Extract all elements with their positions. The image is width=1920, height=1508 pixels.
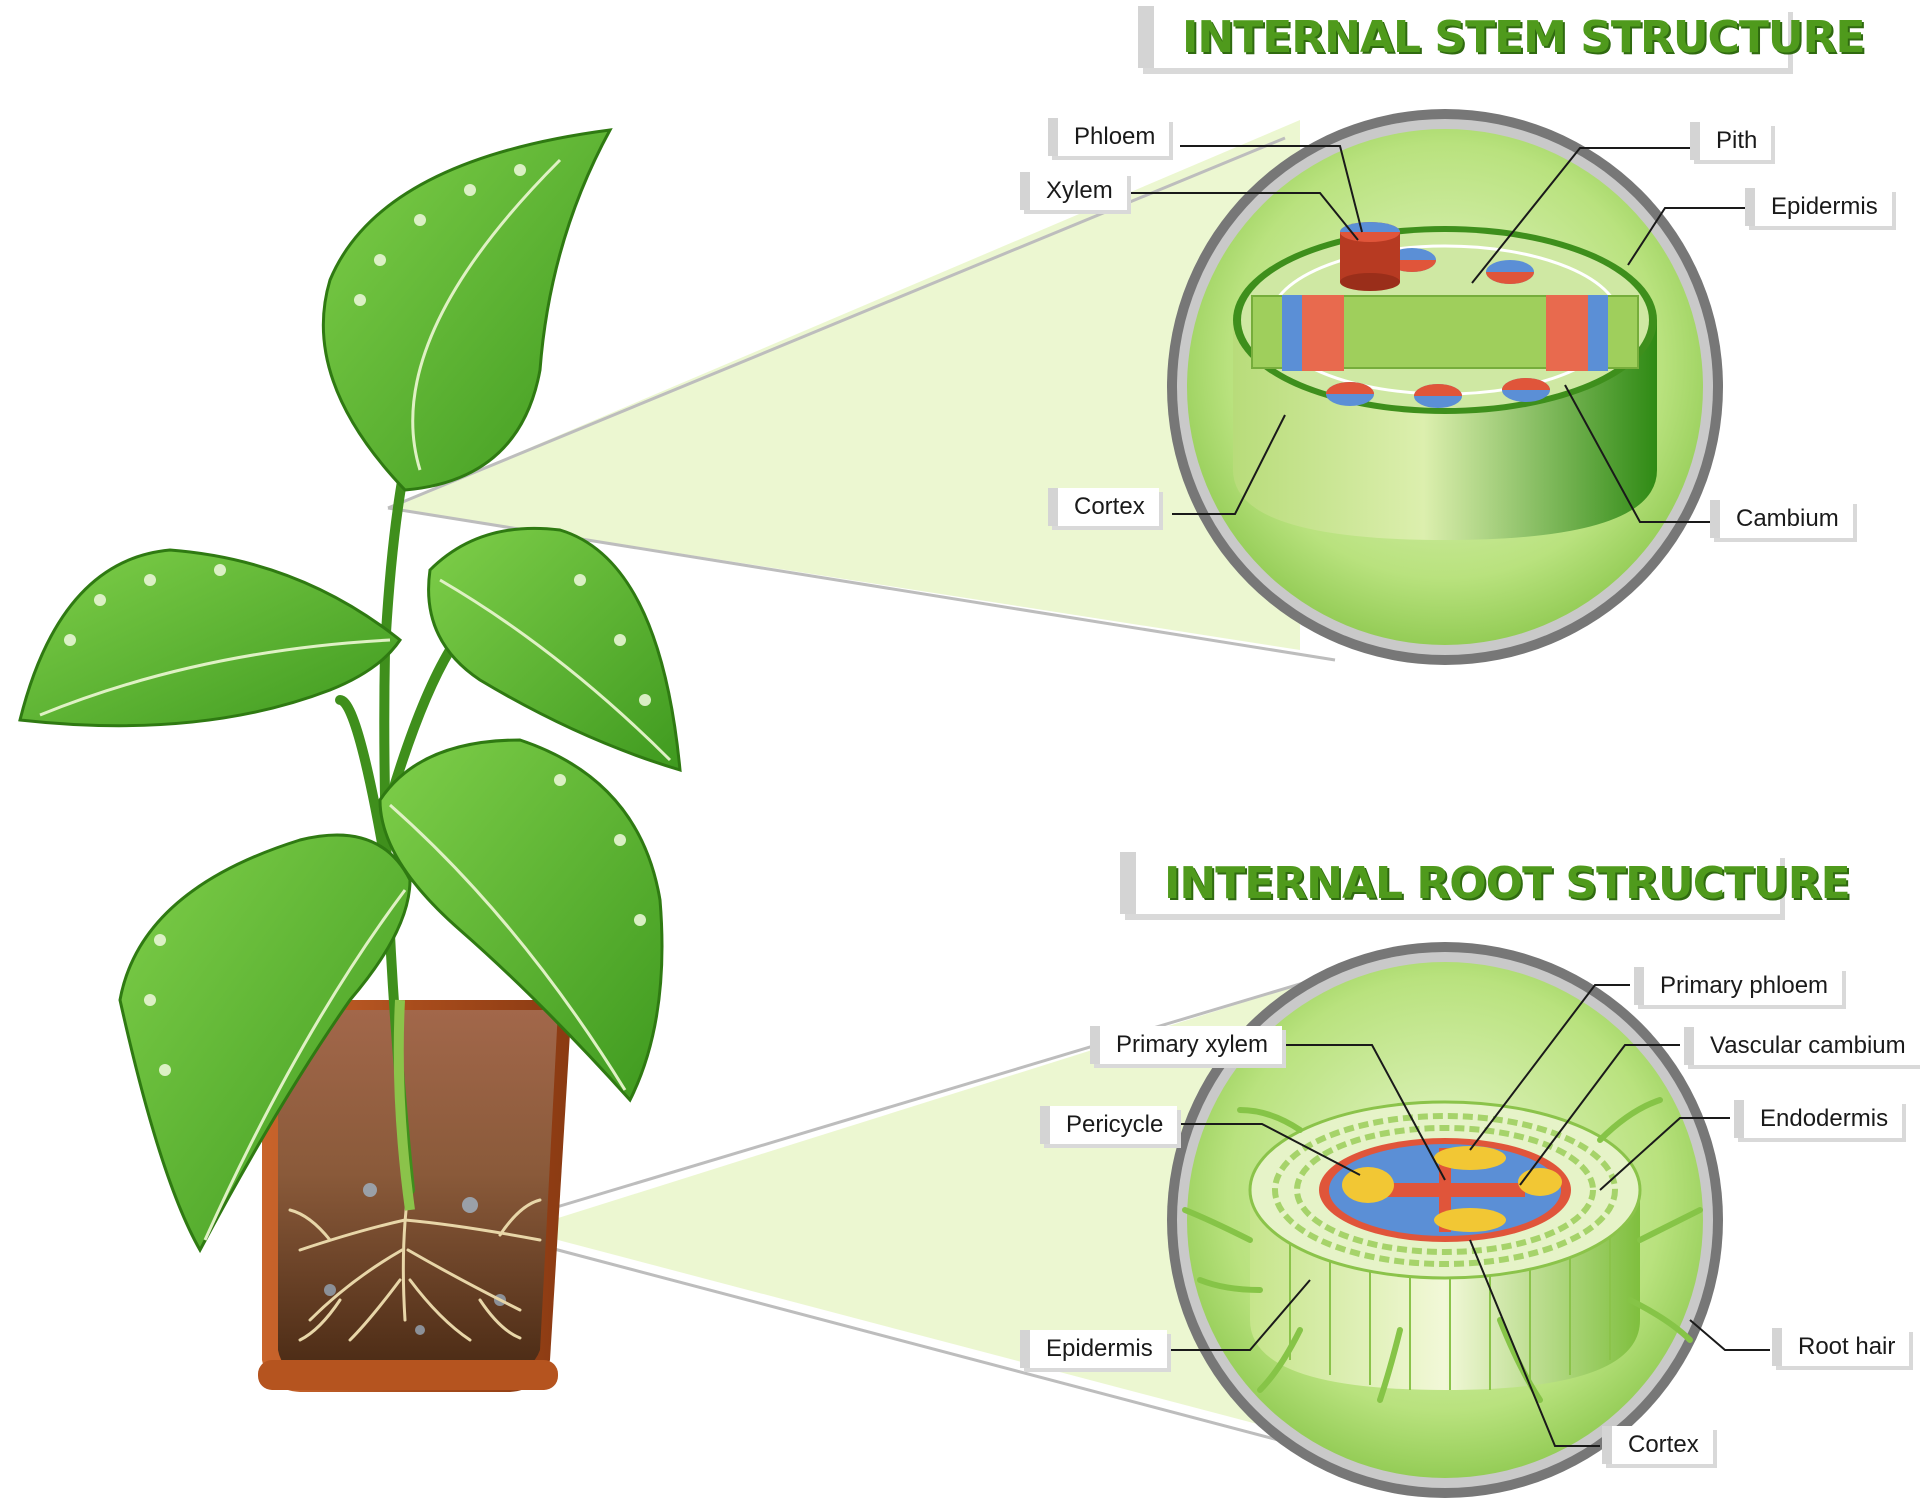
- stem-title-box: INTERNAL STEM STRUCTURE: [1138, 6, 1866, 68]
- leaf-top: [321, 128, 613, 492]
- stem-cross-section-lens: [1167, 109, 1723, 665]
- potted-plant: [18, 128, 682, 1392]
- label-primary-phloem: Primary phloem: [1634, 967, 1843, 1005]
- label-root-hair: Root hair: [1772, 1328, 1910, 1366]
- leaf-left: [18, 548, 403, 728]
- label-pericycle: Pericycle: [1040, 1106, 1178, 1144]
- root-title: INTERNAL ROOT STRUCTURE: [1164, 857, 1851, 909]
- leaf-lower-left: [118, 833, 412, 1254]
- label-endodermis: Endodermis: [1734, 1100, 1903, 1138]
- label-vascular-cambium: Vascular cambium: [1684, 1027, 1920, 1065]
- label-pith: Pith: [1690, 122, 1772, 160]
- leader-lines: [1130, 145, 1770, 1447]
- stem-title: INTERNAL STEM STRUCTURE: [1182, 11, 1866, 63]
- label-root-epidermis: Epidermis: [1020, 1330, 1167, 1368]
- label-primary-xylem: Primary xylem: [1090, 1026, 1283, 1064]
- leaves: [18, 128, 682, 1254]
- label-xylem: Xylem: [1020, 172, 1127, 210]
- label-cambium: Cambium: [1710, 500, 1853, 538]
- root-title-box: INTERNAL ROOT STRUCTURE: [1120, 852, 1851, 914]
- root-cross-section-lens: [1167, 942, 1723, 1498]
- leaf-lower-right: [378, 738, 664, 1103]
- label-phloem: Phloem: [1048, 118, 1170, 156]
- label-stem-cortex: Cortex: [1048, 488, 1159, 526]
- label-root-cortex: Cortex: [1602, 1426, 1713, 1464]
- label-stem-epidermis: Epidermis: [1745, 188, 1892, 226]
